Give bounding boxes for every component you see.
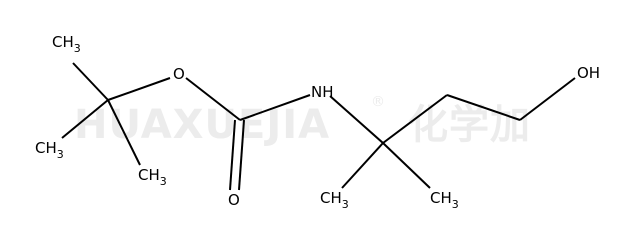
atom-labels: CH3 CH3 CH3 O O NH CH3 CH3 OH [35,33,600,211]
watermark-brand: HUAXUEJIA [74,102,330,148]
label-oxygen-ester: O [173,65,185,83]
bond-quaternary-right-methyl [382,142,431,189]
bond-carbonyl-nitrogen [239,94,311,121]
bond-tbu-top-methyl [72,62,109,101]
label-ch3-bottom-right: CH3 [430,189,459,211]
bond-quaternary-left-methyl [341,142,384,189]
bond-methylene-hydroxyl [519,77,576,121]
bond-tbu-oxygen [107,77,171,101]
bond-quaternary-methylene [382,94,448,144]
bond-methylene-methylene [446,94,521,121]
label-hydroxyl: OH [577,64,600,82]
label-nh: NH [311,83,334,101]
label-ch3-top: CH3 [52,33,81,55]
bond-tbu-right-methyl [107,99,141,166]
bond-oxygen-carbonyl [185,77,241,121]
bond-carbonyl-double-1 [229,119,236,191]
label-ch3-right: CH3 [138,166,167,188]
bonds [61,62,576,191]
watermark: HUAXUEJIA ® 化学加 [74,94,531,148]
bond-carbonyl-double-2 [238,119,245,191]
bond-nitrogen-quaternary-carbon [329,95,384,144]
watermark-registered-mark: ® [371,94,385,110]
label-ch3-bottom-left: CH3 [320,189,349,211]
bond-tbu-left-methyl [61,99,109,139]
label-oxygen-carbonyl: O [228,191,240,209]
label-ch3-left: CH3 [35,139,64,161]
watermark-chinese: 化学加 [408,102,531,148]
